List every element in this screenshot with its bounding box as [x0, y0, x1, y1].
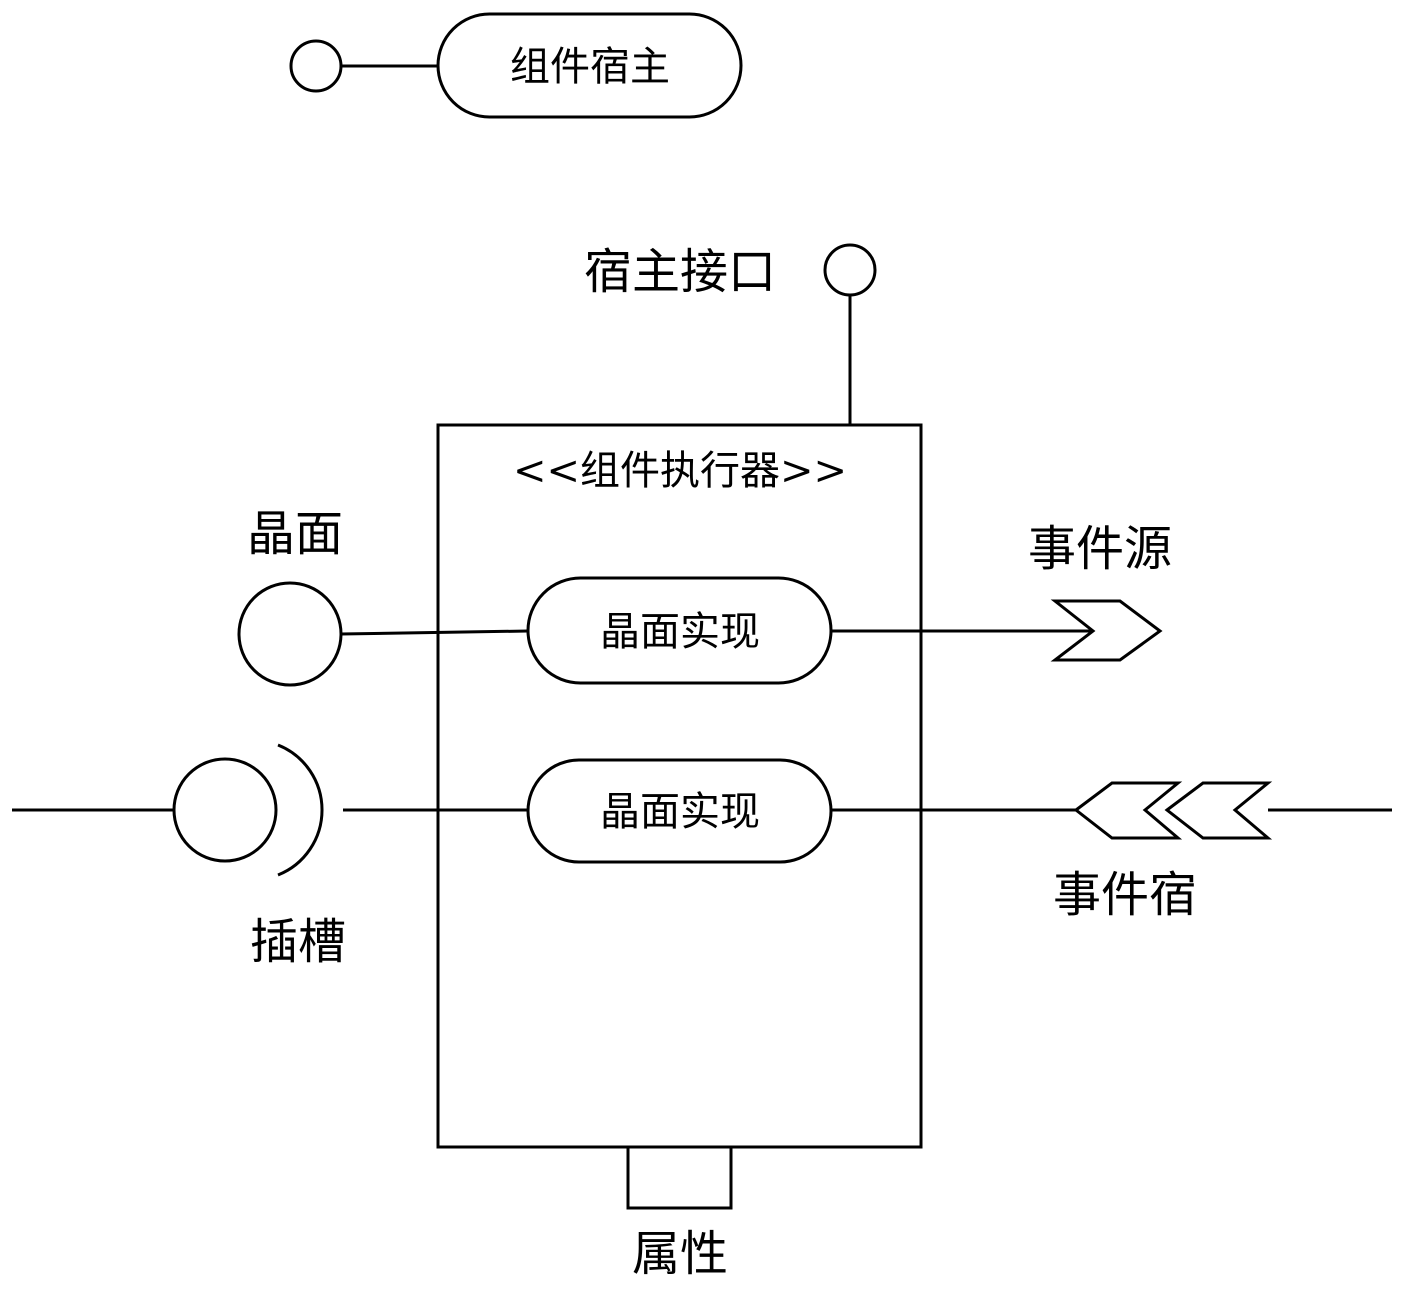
receptacle-row: 晶面实现 插槽	[12, 743, 833, 970]
component-host-label: 组件宿主	[510, 44, 670, 90]
attribute-label: 属性	[632, 1226, 728, 1282]
facet-connector-line	[340, 629, 529, 636]
host-interface-circle	[823, 243, 877, 297]
event-sink-label: 事件宿	[1053, 867, 1197, 923]
executor-stereotype-label: <<组件执行器>>	[513, 448, 847, 494]
facet-label: 晶面	[247, 506, 343, 562]
host-interface-label: 宿主接口	[584, 244, 776, 300]
receptacle-ball-circle	[172, 757, 278, 863]
facet-impl-label-1: 晶面实现	[600, 609, 760, 655]
attribute-box	[626, 1145, 733, 1210]
event-sink-chevron-icon-2	[1164, 781, 1273, 840]
facet-impl-label-2: 晶面实现	[600, 789, 760, 835]
component-host-group: 组件宿主	[289, 12, 743, 119]
host-interface-group: 宿主接口	[584, 243, 877, 425]
event-source-label: 事件源	[1028, 521, 1172, 577]
component-host-pill	[436, 12, 743, 119]
attribute-group: 属性	[626, 1145, 733, 1282]
receptacle-socket-arc	[277, 743, 324, 877]
event-sink-group: 事件宿	[831, 781, 1392, 923]
receptacle-label: 插槽	[250, 914, 346, 970]
facet-circle	[237, 581, 343, 687]
event-source-chevron-icon	[1050, 599, 1163, 662]
facet-row: 晶面 晶面实现 事件源	[237, 506, 1172, 687]
event-sink-chevron-icon-1	[1073, 781, 1183, 840]
host-lollipop-circle	[289, 39, 343, 93]
